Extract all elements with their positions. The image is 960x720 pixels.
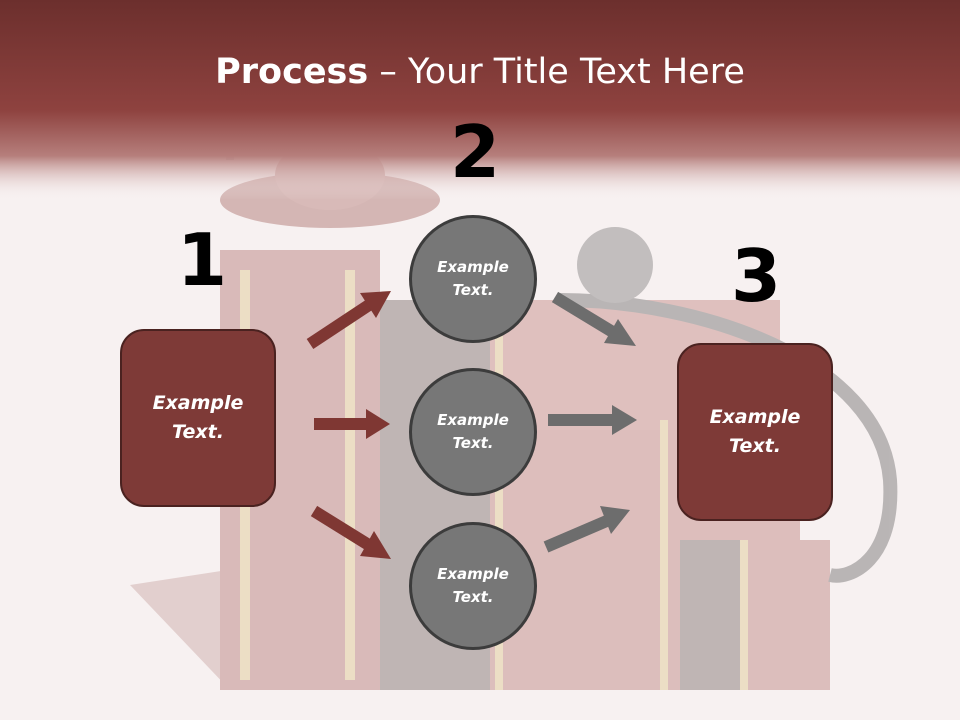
- step-3-box[interactable]: Example Text.: [677, 343, 833, 521]
- arrow-right-down: [551, 291, 636, 346]
- step-1-box[interactable]: Example Text.: [120, 329, 276, 507]
- arrow-left-down: [310, 505, 391, 559]
- title-rest: – Your Title Text Here: [368, 52, 745, 92]
- step-1-text: Example Text.: [152, 392, 244, 443]
- arrow-left-up: [306, 291, 391, 350]
- step-number-1: 1: [177, 218, 228, 302]
- step-2-circle-bottom[interactable]: Example Text.: [409, 522, 537, 650]
- step-3-text: Example Text.: [709, 406, 801, 457]
- step-2-circle-middle[interactable]: Example Text.: [409, 368, 537, 496]
- title-bold: Process: [215, 52, 369, 92]
- circle-middle-text: Example Text.: [437, 411, 509, 452]
- arrow-left-right: [314, 409, 390, 439]
- step-number-2: 2: [450, 110, 501, 194]
- step-2-circle-top[interactable]: Example Text.: [409, 215, 537, 343]
- arrow-right-right: [548, 405, 637, 435]
- arrow-right-up: [543, 506, 630, 553]
- page-title: Process – Your Title Text Here: [0, 52, 960, 92]
- circle-top-text: Example Text.: [437, 258, 509, 299]
- circle-bottom-text: Example Text.: [437, 565, 509, 606]
- step-number-3: 3: [731, 234, 782, 318]
